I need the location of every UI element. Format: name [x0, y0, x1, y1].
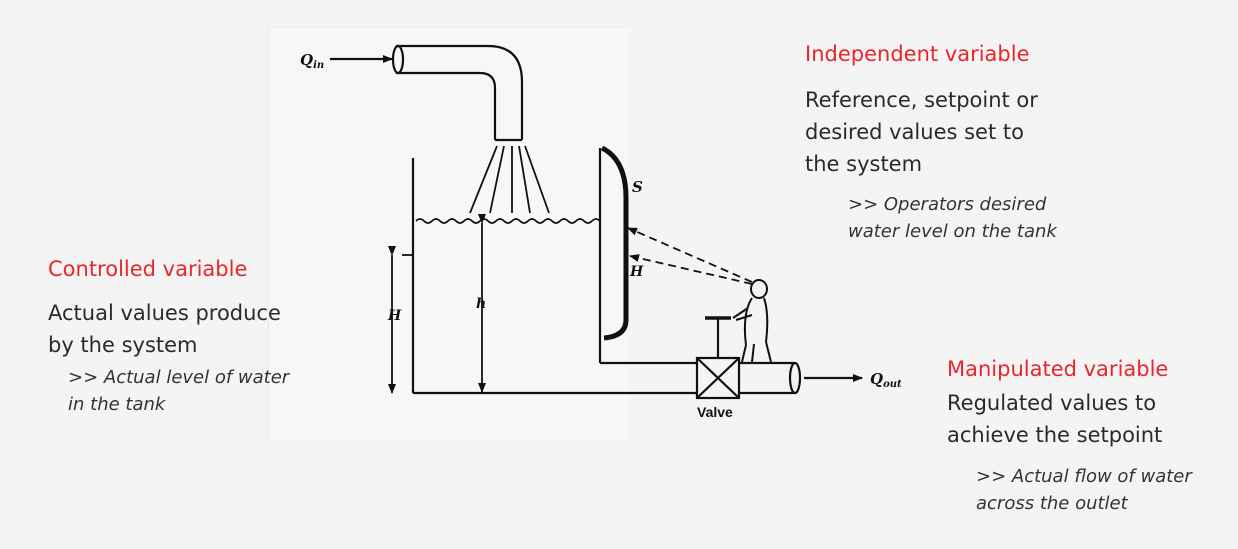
tank [411, 148, 697, 395]
sight-lines [627, 227, 753, 285]
controlled-variable-description: Actual values produce by the system [48, 301, 281, 357]
height-dimension-H [388, 246, 413, 394]
independent-variable-heading: Independent variable [805, 42, 1030, 66]
q-in-label: Qin [300, 51, 324, 71]
water-surface [415, 218, 601, 224]
outlet-pipe [739, 361, 802, 395]
q-out-label: Qout [870, 370, 902, 390]
s-label: S [632, 178, 643, 196]
valve [695, 316, 741, 400]
h-inner-label: h [476, 296, 486, 312]
water-spray [469, 145, 550, 214]
operator-figure [732, 279, 772, 363]
sight-glass [600, 145, 629, 341]
sight-h-label: H [629, 264, 644, 280]
valve-label: Valve [697, 404, 733, 420]
manipulated-variable-description: Regulated values to achieve the setpoint [947, 391, 1163, 447]
controlled-variable-note: >> Actual level of water in the tank [68, 367, 290, 415]
H-left-label: H [387, 308, 402, 324]
controlled-variable-heading: Controlled variable [48, 257, 248, 281]
manipulated-variable-heading: Manipulated variable [947, 357, 1169, 381]
independent-variable-note: >> Operators desired water level on the … [848, 194, 1057, 242]
diagram-background [268, 27, 629, 440]
manipulated-variable-note: >> Actual flow of water across the outle… [976, 466, 1192, 514]
inlet-pipe [391, 44, 524, 142]
independent-variable-description: Reference, setpoint or desired values se… [805, 88, 1038, 176]
